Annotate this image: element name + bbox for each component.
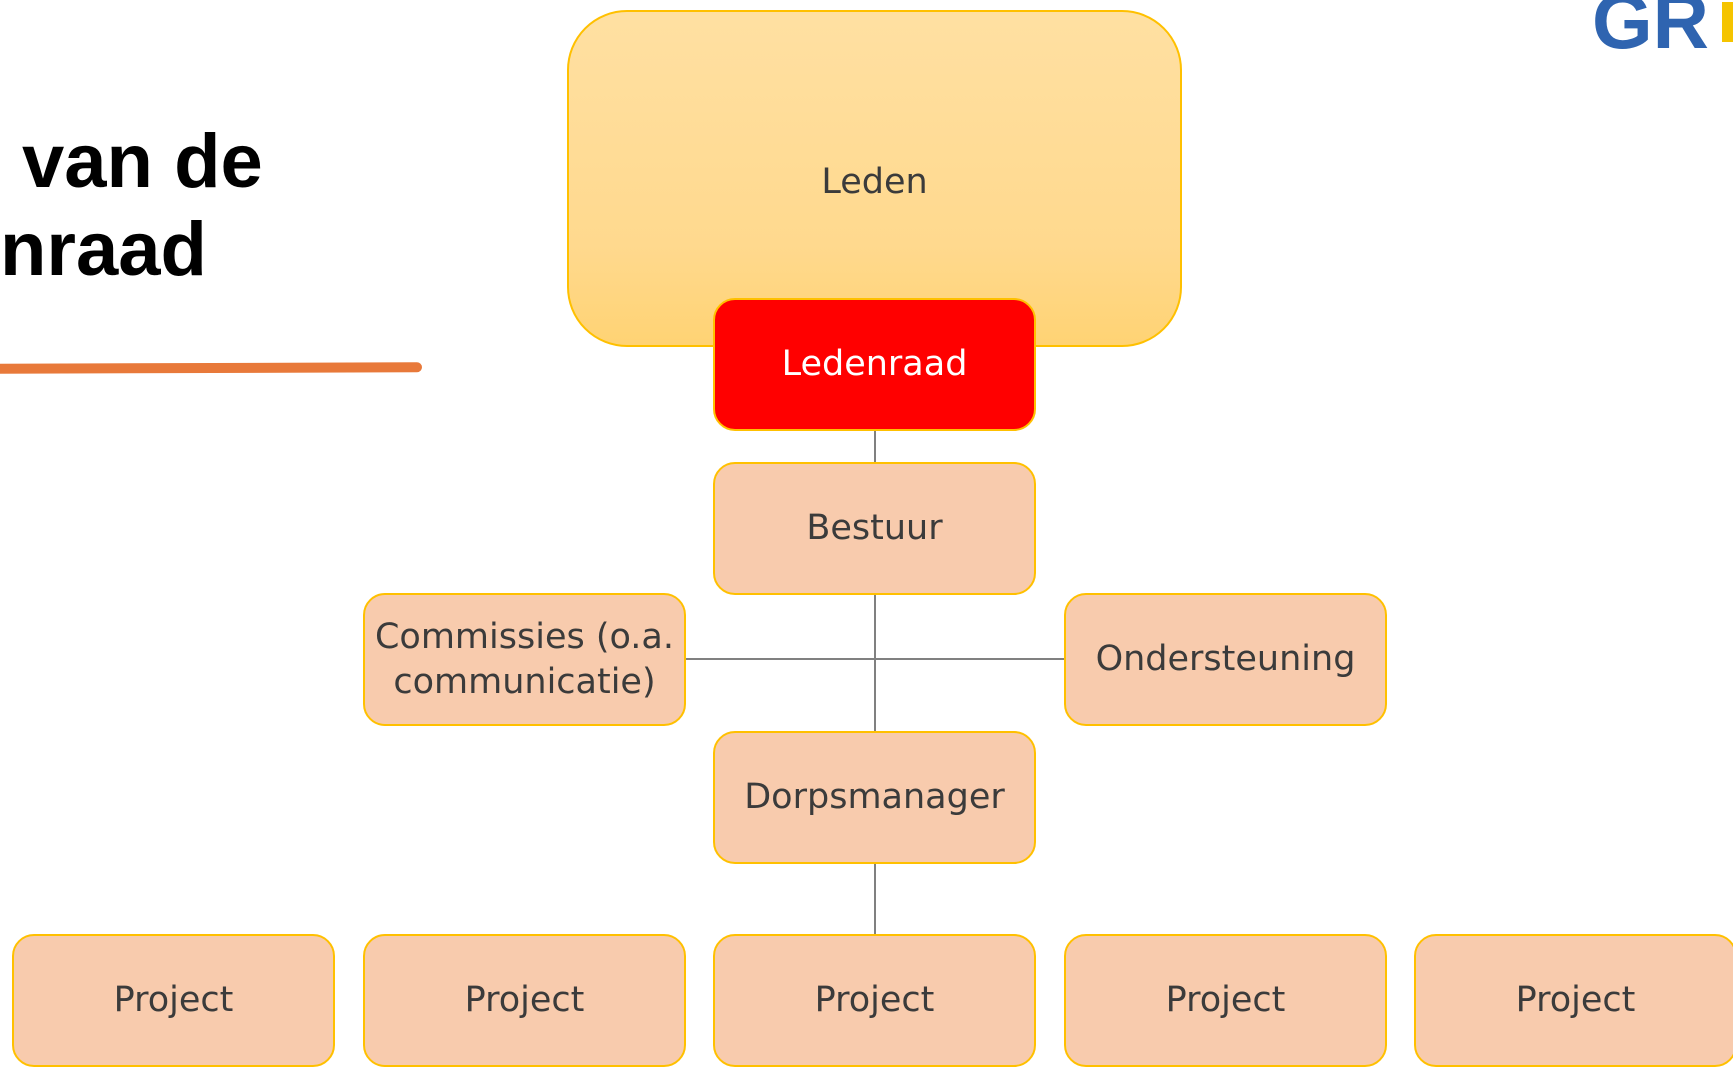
node-dorpsmanager: Dorpsmanager [713,731,1036,864]
node-leden: Leden [567,10,1182,347]
node-project: Project [12,934,335,1067]
node-project-label: Project [1165,980,1286,1020]
node-leden-label: Leden [821,162,928,202]
node-ondersteuning-label: Ondersteuning [1095,639,1356,679]
node-project-label: Project [113,980,234,1020]
logo-accent [1722,2,1733,42]
node-dorpsmanager-label: Dorpsmanager [744,777,1005,817]
node-commissies-label: Commissies (o.a. communicatie) [374,616,674,702]
node-project-label: Project [1515,980,1636,1020]
node-bestuur-label: Bestuur [806,508,943,548]
node-project: Project [363,934,686,1067]
node-project-label: Project [814,980,935,1020]
node-project: Project [713,934,1036,1067]
node-commissies: Commissies (o.a. communicatie) [363,593,686,726]
node-ondersteuning: Ondersteuning [1064,593,1387,726]
node-project-label: Project [464,980,585,1020]
node-ledenraad: Ledenraad [713,298,1036,431]
node-bestuur: Bestuur [713,462,1036,595]
slide-title-line-2: nraad [0,207,207,292]
node-ledenraad-label: Ledenraad [781,344,968,384]
node-project: Project [1064,934,1387,1067]
node-project: Project [1414,934,1733,1067]
slide-title: van de nraad [0,118,263,294]
logo: GR [1592,0,1709,65]
slide-title-line-1: van de [22,119,263,204]
